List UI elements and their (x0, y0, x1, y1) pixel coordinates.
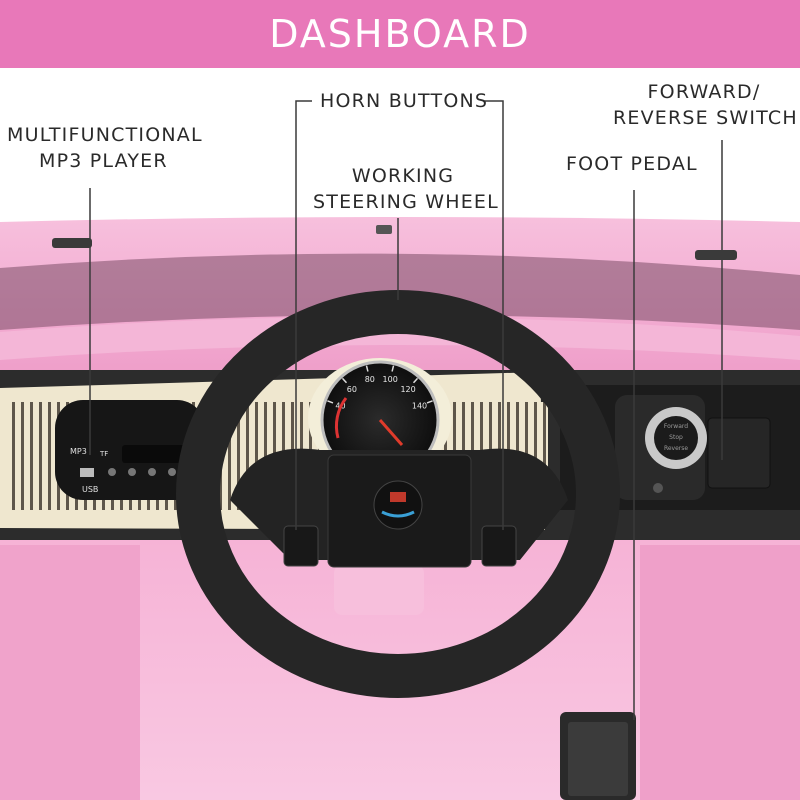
gauge-tick-label: 80 (365, 375, 375, 384)
switch-label-forward: Forward (664, 423, 688, 430)
switch-screw (653, 483, 663, 493)
mp3-button (168, 468, 176, 476)
mp3-button (148, 468, 156, 476)
mp3-port-label-tf: TF (99, 450, 108, 458)
mp3-port-label-mp3: MP3 (70, 447, 87, 456)
cabin-side-left (0, 545, 140, 800)
banner: DASHBOARD (0, 0, 800, 68)
hood-clip-right (695, 250, 737, 260)
hood-clip-center (376, 225, 392, 234)
label-switch-line1: FORWARD/ (647, 81, 761, 103)
mp3-port-label-usb: USB (82, 485, 98, 494)
label-forward-reverse-switch: FORWARD/ REVERSE SWITCH (613, 79, 798, 131)
steering-wheel-emblem (373, 480, 423, 530)
emblem-wave (381, 510, 415, 518)
gauge-tick-mark (341, 377, 348, 384)
leader-horn-left (295, 100, 312, 530)
label-steering-wheel-line2: STEERING WHEEL (313, 191, 499, 213)
leader-horn-right (484, 100, 504, 530)
gauge-tick-label: 60 (347, 385, 357, 394)
gauge-tick-label: 120 (400, 385, 415, 394)
gauge-tick-mark (327, 400, 334, 404)
switch-label-reverse: Reverse (664, 445, 688, 452)
banner-background (0, 0, 800, 68)
dash-top (0, 316, 800, 360)
switch-label-stop: Stop (669, 434, 683, 441)
gauge-redline (334, 397, 348, 439)
emblem-figure (390, 492, 406, 502)
label-steering-wheel: WORKING STEERING WHEEL (313, 163, 499, 215)
gauge-needle (378, 419, 404, 446)
gauge-tick-label: 140 (412, 402, 427, 411)
label-mp3-player-line1: MULTIFUNCTIONAL (7, 124, 203, 146)
label-mp3-player-line2: MP3 PLAYER (39, 150, 168, 172)
banner-title: DASHBOARD (269, 12, 531, 56)
gauge-tick-label: 100 (383, 375, 398, 384)
gauge-tick-mark (426, 400, 433, 404)
label-foot-pedal: FOOT PEDAL (566, 153, 698, 175)
mp3-button (128, 468, 136, 476)
horn-button-right (481, 525, 517, 567)
gauge-tick-mark (412, 377, 419, 384)
usb-port (80, 468, 94, 477)
label-switch-line2: REVERSE SWITCH (613, 107, 798, 129)
leader-lines (89, 100, 723, 720)
label-mp3-player: MULTIFUNCTIONAL MP3 PLAYER (7, 122, 203, 174)
glove-box (707, 417, 771, 489)
gauge-tick-mark (365, 365, 369, 372)
mp3-display (122, 445, 192, 463)
cabin-side-right (640, 545, 800, 800)
hood-clip-left (52, 238, 92, 248)
foot-pedal-grip (568, 722, 628, 796)
horn-button-left (283, 525, 319, 567)
mp3-button (108, 468, 116, 476)
label-steering-wheel-line1: WORKING (351, 165, 455, 187)
gauge-tick-mark (391, 365, 395, 372)
steering-column-mount (334, 565, 424, 615)
label-horn-buttons: HORN BUTTONS (320, 90, 489, 112)
switch-face (654, 416, 698, 460)
steering-wheel-rim (176, 290, 620, 698)
